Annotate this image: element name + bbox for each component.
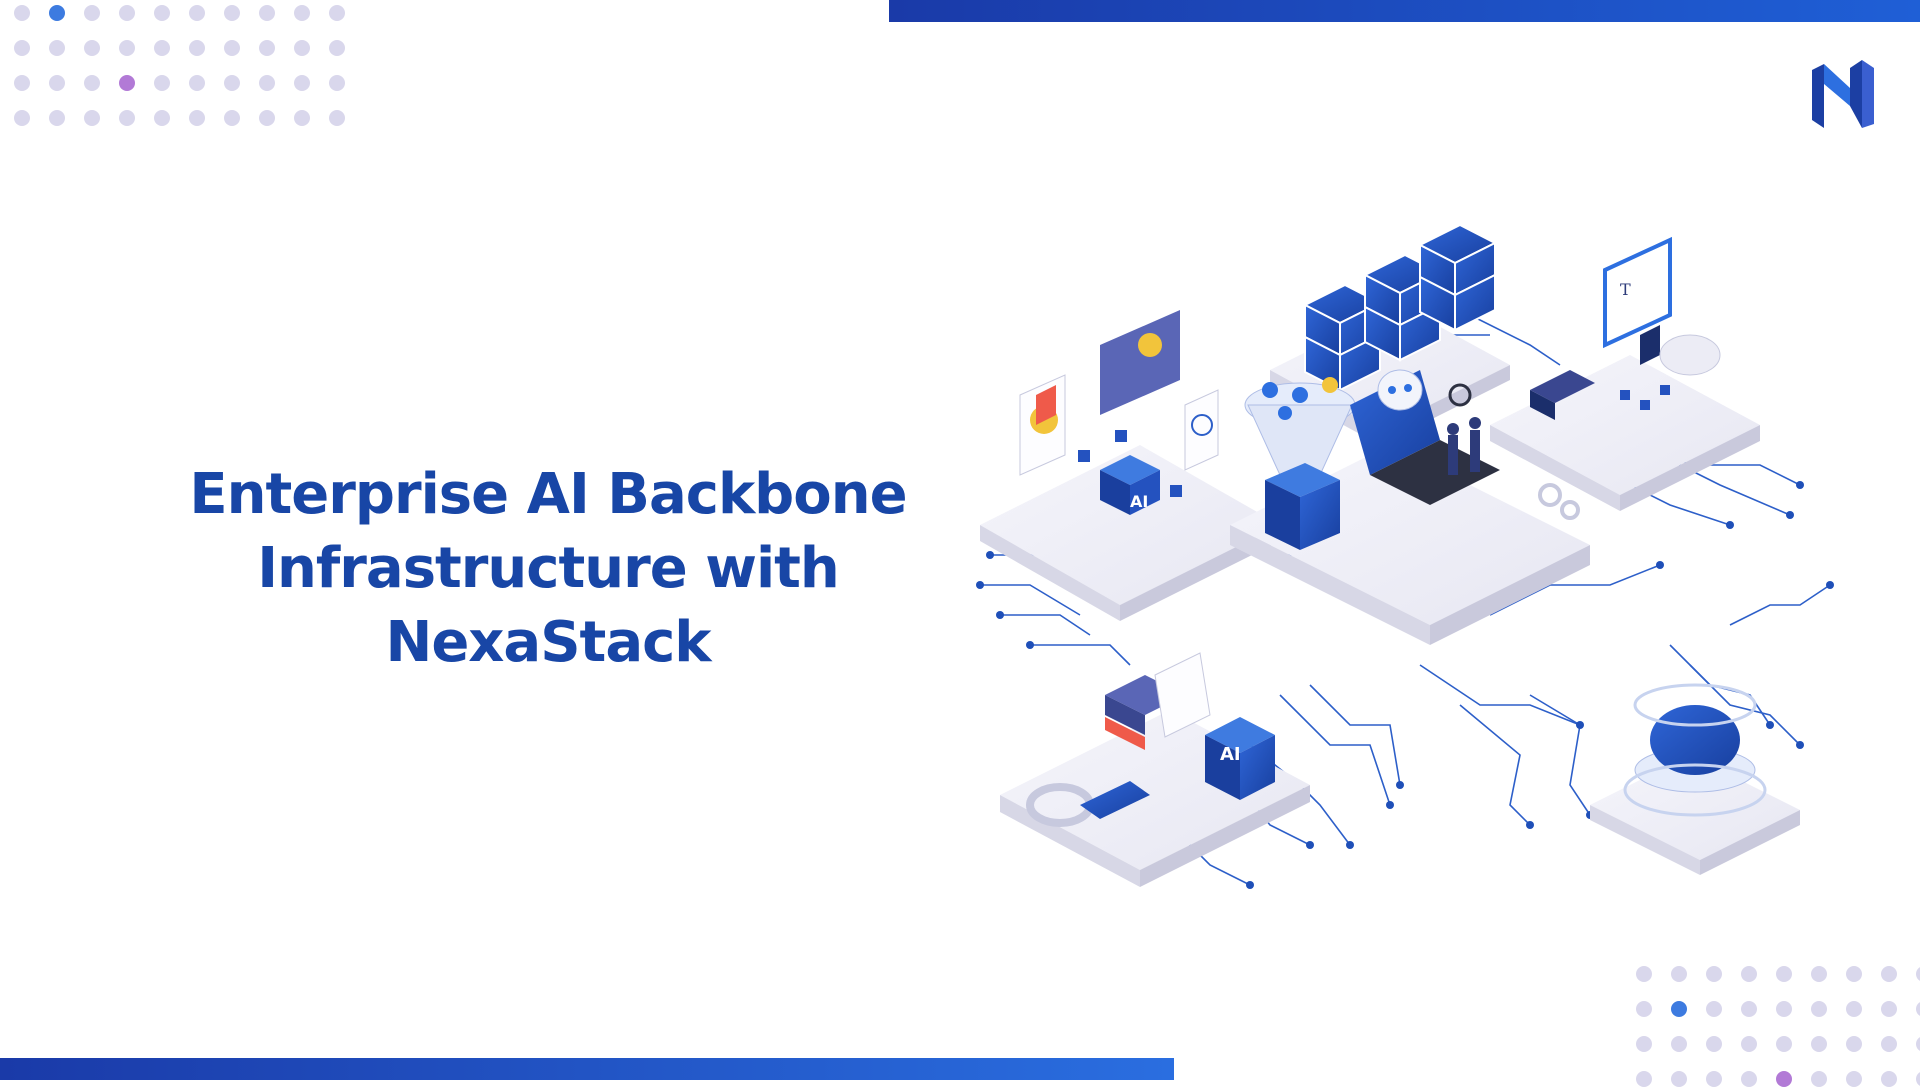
decorative-dot — [1811, 1001, 1827, 1017]
decorative-dot — [1706, 966, 1722, 982]
decorative-dot — [294, 40, 310, 56]
decorative-dot — [259, 5, 275, 21]
decorative-dot — [1671, 1071, 1687, 1087]
decorative-dot — [14, 5, 30, 21]
title-line-1: Enterprise AI Backbone — [189, 462, 907, 527]
ai-cube-label: AI — [1220, 744, 1241, 765]
decorative-dot — [154, 40, 170, 56]
decorative-dot — [329, 40, 345, 56]
platform-creative-art: AI — [980, 310, 1280, 621]
ai-chip-label: AI — [1130, 492, 1148, 511]
decorative-dot — [1636, 1036, 1652, 1052]
decorative-dot — [1811, 1036, 1827, 1052]
decorative-dot — [329, 110, 345, 126]
decorative-dot — [1776, 1071, 1792, 1087]
decorative-dot — [1846, 1071, 1862, 1087]
decorative-dot — [1881, 1071, 1897, 1087]
decorative-dot — [259, 40, 275, 56]
decorative-dot — [224, 110, 240, 126]
decorative-dot — [329, 5, 345, 21]
page-title: Enterprise AI Backbone Infrastructure wi… — [150, 458, 946, 680]
bottom-accent-bar — [0, 1058, 1174, 1080]
decorative-dot — [259, 75, 275, 91]
decorative-dot — [49, 75, 65, 91]
decorative-dot — [119, 5, 135, 21]
nexastack-logo-icon — [1812, 60, 1874, 128]
decorative-dot — [1741, 1036, 1757, 1052]
platform-documents-data: T — [1490, 236, 1760, 511]
decorative-dot — [84, 5, 100, 21]
decorative-dot — [1671, 1001, 1687, 1017]
decorative-dot — [1636, 1071, 1652, 1087]
decorative-dot — [1706, 1036, 1722, 1052]
platform-media-ai-cube: AI — [1000, 652, 1310, 887]
decorative-dot — [1776, 1036, 1792, 1052]
decorative-dot — [224, 75, 240, 91]
decorative-dot — [1881, 1001, 1897, 1017]
top-accent-bar — [889, 0, 1920, 22]
decorative-dot — [294, 5, 310, 21]
decorative-dot — [1916, 1036, 1920, 1052]
decorative-dot — [189, 110, 205, 126]
decorative-dot — [154, 110, 170, 126]
decorative-dot — [49, 5, 65, 21]
decorative-dot — [1776, 966, 1792, 982]
decorative-dot — [1916, 1071, 1920, 1087]
decorative-dot — [189, 75, 205, 91]
decorative-dot — [1671, 966, 1687, 982]
decorative-dot — [1706, 1001, 1722, 1017]
book-letter-t: T — [1620, 280, 1631, 299]
title-line-3: NexaStack — [385, 610, 711, 675]
platform-ai-robot-hub — [1230, 369, 1590, 645]
decorative-dot — [1776, 1001, 1792, 1017]
decorative-dot — [84, 75, 100, 91]
decorative-dot — [1811, 966, 1827, 982]
decorative-dot — [1846, 966, 1862, 982]
decorative-dot — [1741, 1001, 1757, 1017]
decorative-dot — [189, 5, 205, 21]
decorative-dot — [119, 110, 135, 126]
decorative-dot — [1881, 966, 1897, 982]
decorative-dot — [1916, 1001, 1920, 1017]
decorative-dot — [14, 40, 30, 56]
decorative-dot — [1846, 1001, 1862, 1017]
decorative-dot — [119, 40, 135, 56]
decorative-dot — [294, 110, 310, 126]
decorative-dot — [154, 5, 170, 21]
title-line-2: Infrastructure with — [257, 536, 840, 601]
decorative-dot — [119, 75, 135, 91]
decorative-dot — [1811, 1071, 1827, 1087]
decorative-dot — [224, 5, 240, 21]
decorative-dot — [49, 110, 65, 126]
decorative-dot — [1846, 1036, 1862, 1052]
decorative-dot — [1741, 966, 1757, 982]
decorative-dot — [189, 40, 205, 56]
decorative-dot — [154, 75, 170, 91]
decorative-dot — [224, 40, 240, 56]
platform-brain — [1590, 683, 1800, 875]
decorative-dot — [329, 75, 345, 91]
decorative-dot — [84, 40, 100, 56]
decorative-dot — [1636, 1001, 1652, 1017]
decorative-dot — [1881, 1036, 1897, 1052]
decorative-dot — [1916, 966, 1920, 982]
decorative-dot — [14, 75, 30, 91]
decorative-dot — [84, 110, 100, 126]
ai-infrastructure-illustration: AI T — [976, 225, 1834, 889]
decorative-dot — [259, 110, 275, 126]
decorative-dot — [294, 75, 310, 91]
circuit-nodes — [976, 481, 1834, 889]
decorative-dot — [14, 110, 30, 126]
decorative-dot — [1741, 1071, 1757, 1087]
decorative-dot — [49, 40, 65, 56]
decorative-dot — [1671, 1036, 1687, 1052]
decorative-dot — [1636, 966, 1652, 982]
decorative-dot — [1706, 1071, 1722, 1087]
